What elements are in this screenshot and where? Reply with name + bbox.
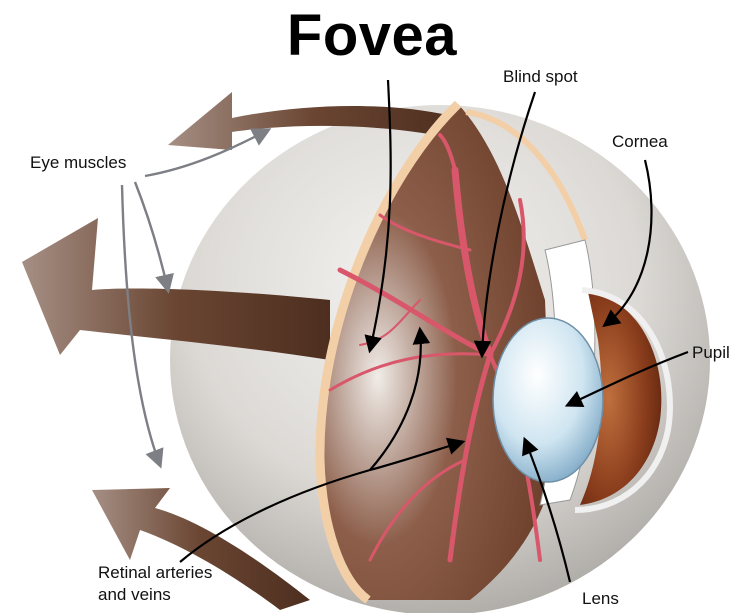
label-retinal-line1: Retinal arteries (98, 562, 212, 584)
label-lens: Lens (582, 588, 619, 610)
label-pupil: Pupil (692, 342, 730, 364)
label-eye-muscles: Eye muscles (30, 152, 126, 174)
label-retinal-line2: and veins (98, 584, 171, 606)
lens (493, 318, 603, 482)
label-blind-spot: Blind spot (503, 66, 578, 88)
diagram-title: Fovea (0, 2, 744, 69)
label-cornea: Cornea (612, 131, 668, 153)
